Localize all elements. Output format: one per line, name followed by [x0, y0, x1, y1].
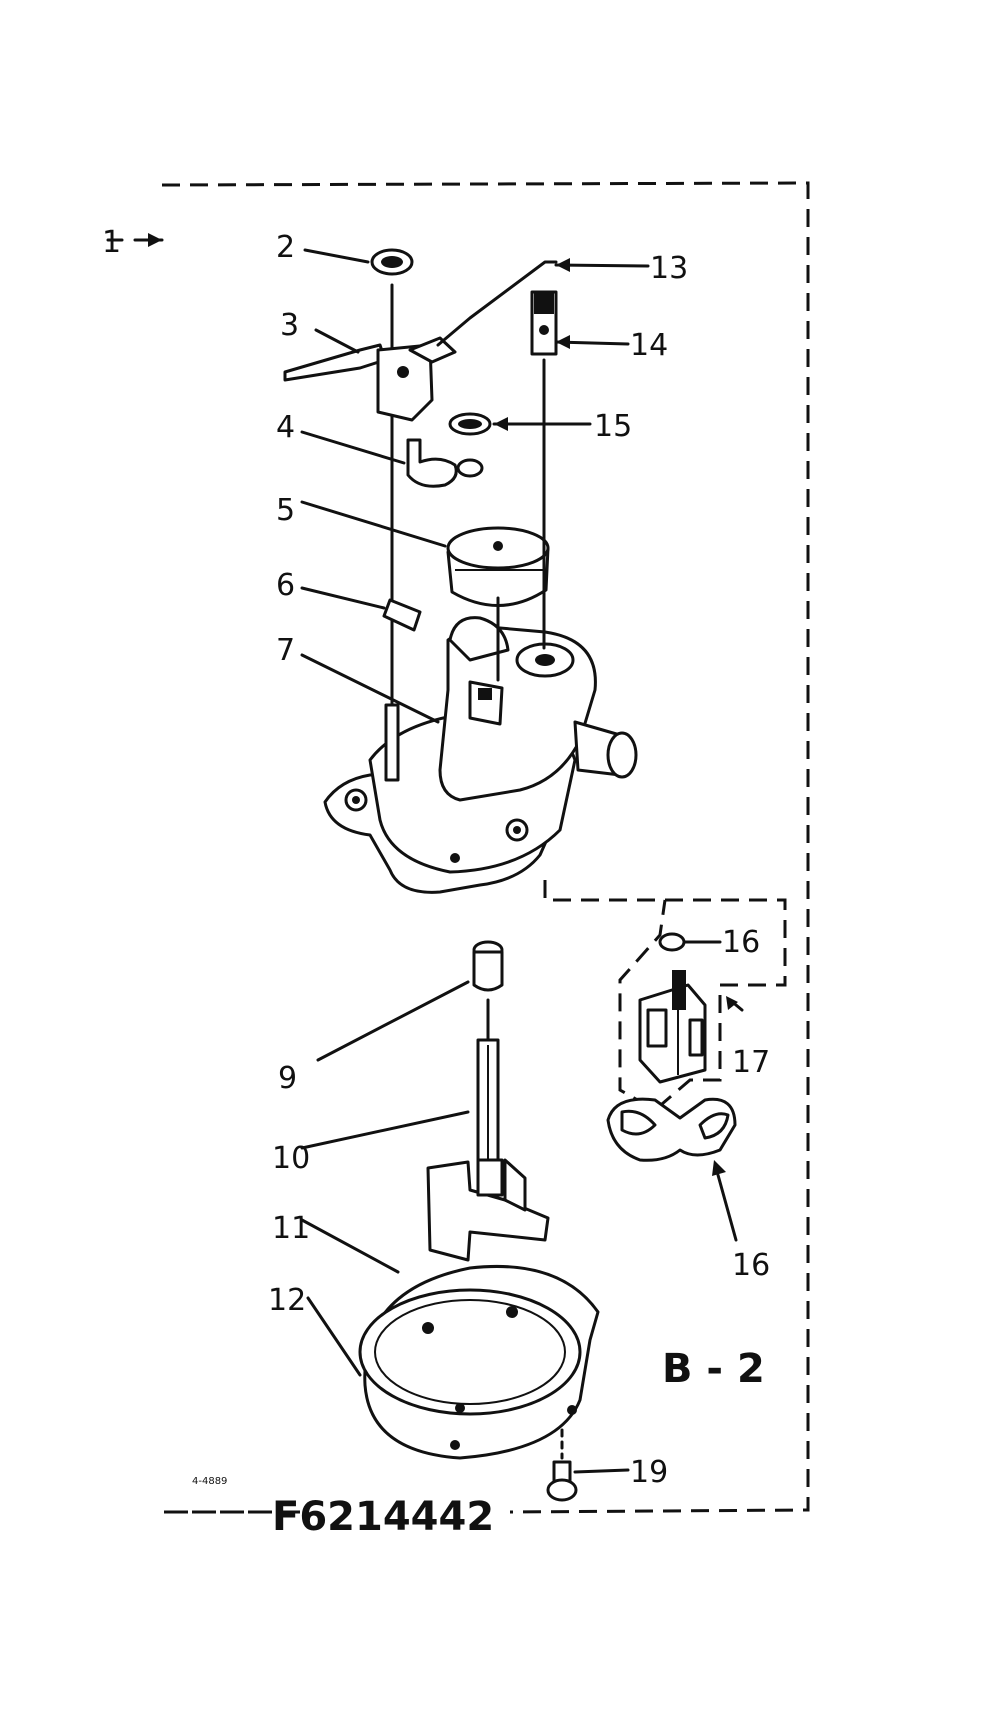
subassembly-boundary: [543, 880, 787, 1112]
part-14-sleeve: 14: [530, 290, 668, 363]
part-15-washer: 15: [448, 409, 632, 444]
section-label: B - 2: [662, 1346, 765, 1392]
label-2: 2: [276, 230, 295, 265]
label-9: 9: [278, 1061, 297, 1096]
label-17: 17: [732, 1045, 770, 1080]
assembly-boundary: [161, 181, 810, 1514]
label-13: 13: [650, 251, 688, 286]
part-5-pulley: 5: [276, 493, 550, 607]
drawing-code: 4-4889: [192, 1476, 227, 1487]
part-19-bolt: 19: [546, 1428, 668, 1502]
part-16-clamp: 16: [606, 1097, 770, 1283]
part-10-shaft: 10: [272, 1038, 500, 1176]
label-5: 5: [276, 493, 295, 528]
label-4: 4: [276, 410, 295, 445]
callout-1: 1: [102, 225, 164, 260]
label-11: 11: [272, 1211, 310, 1246]
part-6-pin: 6: [276, 568, 422, 632]
label-6: 6: [276, 568, 295, 603]
part-13-rod: 13: [436, 251, 688, 347]
label-12: 12: [268, 1283, 306, 1318]
label-10: 10: [272, 1141, 310, 1176]
part-number: F6214442: [272, 1494, 494, 1540]
part-4-spring: 4: [276, 410, 484, 488]
part-12-ring: 12: [268, 1264, 600, 1460]
label-3: 3: [280, 308, 299, 343]
label-7: 7: [276, 633, 295, 668]
label-16-lower: 16: [732, 1248, 770, 1283]
part-16-nut-upper: 16: [658, 925, 760, 960]
label-19: 19: [630, 1455, 668, 1490]
part-11-impeller: 11: [272, 1158, 550, 1274]
label-14: 14: [630, 328, 668, 363]
label-15: 15: [594, 409, 632, 444]
part-7-pump-housing: 7: [276, 616, 638, 894]
label-16-upper: 16: [722, 925, 760, 960]
part-9-cap: 9: [278, 940, 504, 1096]
part-3-lever: 3: [280, 308, 457, 422]
label-1: 1: [102, 225, 121, 260]
part-2-nut: 2: [276, 230, 414, 276]
part-17-bracket: 17: [638, 970, 770, 1084]
